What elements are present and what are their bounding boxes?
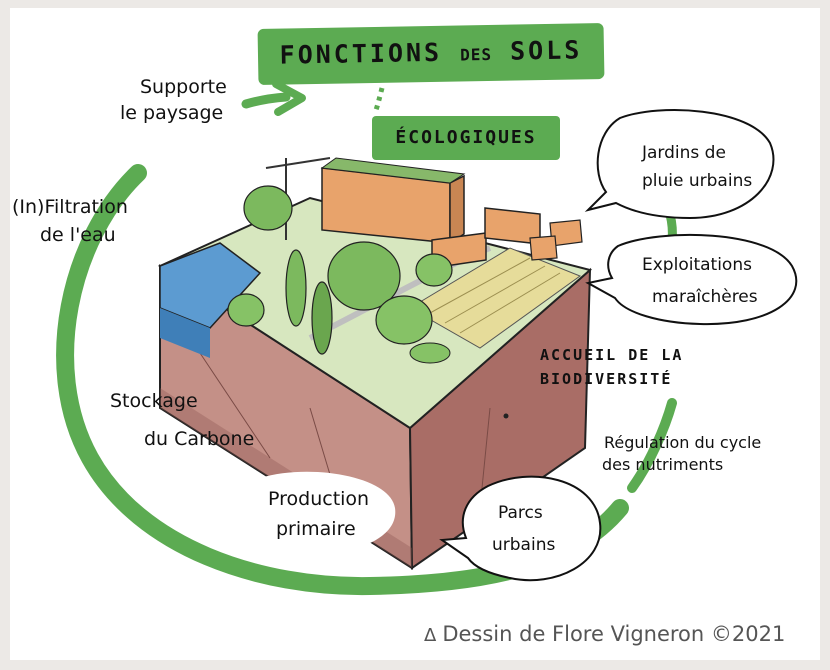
field-row [429, 257, 531, 314]
main-building-side [449, 174, 465, 245]
label-stockage-1: Stockage [110, 390, 198, 412]
page-title: FONCTIONS DES SOLS [279, 35, 583, 70]
soil-crack [189, 337, 271, 459]
illustration-frame: FONCTIONS DES SOLS ÉCOLOGIQUES Supporte … [10, 8, 820, 660]
tree [375, 295, 433, 345]
soil-dot [503, 413, 509, 419]
subtitle-banner: ÉCOLOGIQUES [372, 116, 560, 160]
crane-jib [265, 157, 331, 169]
cypress-tree [285, 249, 307, 327]
water-side [160, 308, 210, 358]
field-row [444, 265, 546, 324]
label-parcs-2: urbains [492, 535, 556, 555]
bush [415, 253, 453, 287]
label-production-1: Production [268, 488, 370, 510]
label-accueil-2: BIODIVERSITÉ [540, 370, 673, 388]
tree [243, 185, 293, 231]
bubble-jardins [584, 109, 775, 220]
field-row [459, 272, 561, 334]
label-production-2: primaire [276, 518, 356, 540]
subtitle: ÉCOLOGIQUES [395, 127, 537, 148]
label-accueil-1: ACCUEIL DE LA [540, 346, 684, 364]
label-supporte-2: le paysage [120, 102, 224, 124]
bubble-production [224, 471, 396, 556]
connector-dash [373, 87, 385, 111]
bush [227, 293, 265, 327]
label-regulation-1: Régulation du cycle [604, 433, 762, 452]
label-exploitations-2: maraîchères [652, 287, 758, 307]
soil-block-illustration [56, 80, 798, 596]
arrow-shaft [241, 92, 291, 109]
vegetable-field [409, 247, 582, 349]
delta-icon: Δ [424, 625, 437, 646]
label-stockage-2: du Carbone [144, 428, 255, 450]
bush [409, 342, 451, 364]
label-supporte-1: Supporte [140, 76, 227, 98]
house [529, 235, 558, 261]
credit-text: Dessin de Flore Vigneron ©2021 [442, 622, 786, 646]
label-regulation-2: des nutriments [602, 455, 724, 474]
cycle-arrow-right [627, 398, 677, 493]
cypress-tree [311, 281, 333, 355]
large-tree [327, 241, 401, 311]
bubble-exploitations [585, 233, 798, 326]
label-exploitations-1: Exploitations [642, 255, 752, 275]
label-parcs-1: Parcs [498, 503, 543, 523]
bubble-parcs [439, 475, 602, 582]
arrow-head-icon [272, 80, 306, 116]
label-jardins-2: pluie urbains [642, 171, 753, 191]
label-filtration-1: (In)Filtration [12, 196, 128, 218]
green-roof [320, 157, 466, 184]
label-filtration-2: de l'eau [40, 224, 116, 246]
label-jardins-1: Jardins de [642, 143, 726, 163]
title-banner: FONCTIONS DES SOLS [257, 22, 605, 86]
